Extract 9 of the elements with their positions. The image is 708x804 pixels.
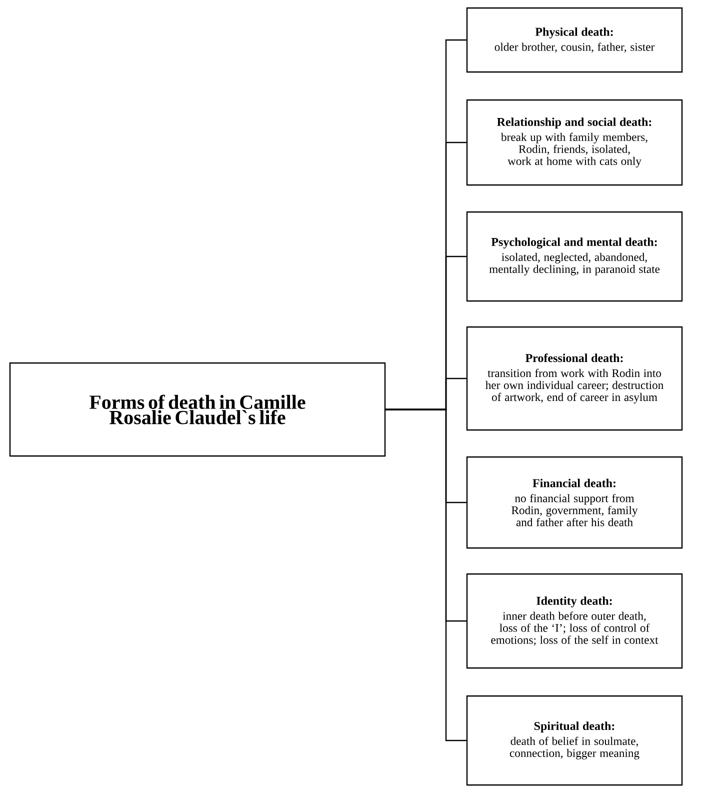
- category-box: Identity death: inner death before outer death, loss of the ‘I’; loss of control of emotions; loss of the self in context: [466, 573, 683, 669]
- title-box: Forms of death in Camille Rosalie Claudel`s life: [9, 362, 386, 457]
- connector-line: [386, 408, 466, 742]
- category-box: Psychological and mental death: isolated, neglected, abandoned, mentally declining, in paranoid state: [466, 211, 683, 302]
- category-box: Physical death: older brother, cousin, father, sister: [466, 7, 683, 73]
- category-box: Spiritual death: death of belief in soulmate, connection, bigger meaning: [466, 695, 683, 786]
- category-box: Relationship and social death: break up with family members, Rodin, friends, isolated, work at home with cats only: [466, 99, 683, 186]
- category-box: Financial death: no financial support from Rodin, government, family and father after his death: [466, 456, 683, 549]
- category-box: Professional death: transition from work with Rodin into her own individual career; destruction of artwork, end of career in asylum: [466, 326, 683, 431]
